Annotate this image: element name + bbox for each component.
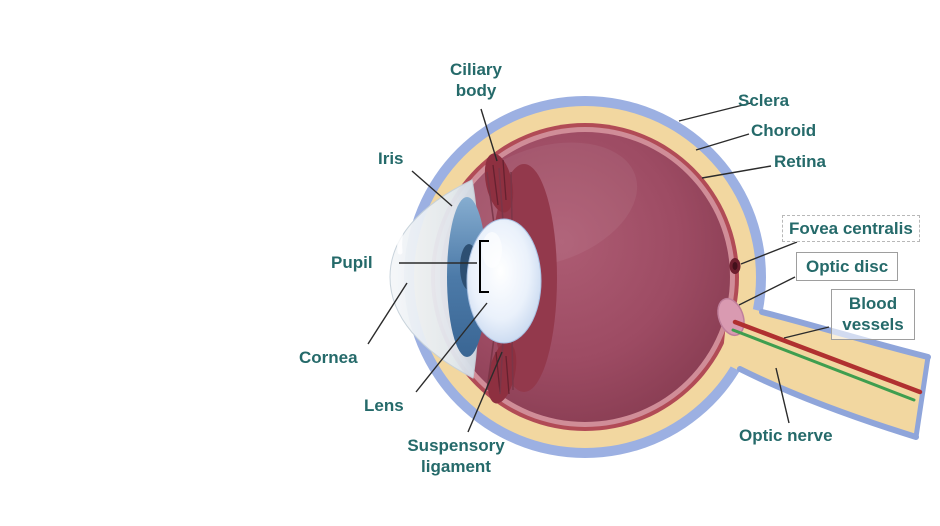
- label-cornea: Cornea: [299, 347, 358, 368]
- pointer-lines: [367, 102, 830, 433]
- pointer-cornea: [367, 282, 408, 345]
- label-fovea-centralis-text: Fovea centralis: [789, 219, 913, 238]
- label-cornea-text: Cornea: [299, 348, 358, 367]
- optic-nerve-end-edge: [913, 354, 931, 440]
- pointer-lens: [415, 302, 488, 393]
- label-iris: Iris: [378, 148, 404, 169]
- pointer-suspensory-ligament: [467, 351, 503, 433]
- label-optic-nerve: Optic nerve: [739, 425, 833, 446]
- pointer-iris: [411, 170, 453, 207]
- optic-disc-shape: [717, 297, 745, 337]
- label-sclera: Sclera: [738, 90, 789, 111]
- label-lens-text: Lens: [364, 396, 404, 415]
- lens-shape: [466, 218, 542, 344]
- pointer-blood-vessels: [783, 326, 830, 339]
- label-sclera-text: Sclera: [738, 91, 790, 110]
- fovea-pit: [732, 262, 738, 270]
- label-blood-vessels: Blood vessels: [831, 289, 915, 340]
- label-choroid-text: Choroid: [751, 121, 817, 140]
- optic-nerve-bottom-edge: [737, 366, 919, 440]
- ciliary-striations: [492, 159, 510, 395]
- central-retinal-vein: [731, 328, 916, 402]
- label-optic-nerve-text: Optic nerve: [739, 426, 833, 445]
- label-retina: Retina: [774, 151, 826, 172]
- central-retinal-artery: [732, 319, 923, 395]
- pupil-bracket: [479, 240, 489, 293]
- label-blood-vessels-text: Blood vessels: [842, 294, 904, 335]
- anterior-segment: [389, 153, 557, 404]
- pointer-ciliary-body: [480, 108, 498, 162]
- label-pupil: Pupil: [331, 252, 373, 273]
- label-iris-text: Iris: [378, 149, 404, 168]
- label-optic-disc-text: Optic disc: [806, 257, 889, 276]
- label-pupil-text: Pupil: [331, 253, 373, 272]
- cornea-highlight: [397, 198, 419, 255]
- pointer-fovea-centralis: [740, 241, 798, 265]
- pointer-sclera: [678, 102, 752, 122]
- label-optic-disc: Optic disc: [796, 252, 899, 282]
- label-ciliary-body-text: Ciliary body: [450, 60, 502, 101]
- label-lens: Lens: [364, 395, 404, 416]
- pointer-retina: [701, 165, 772, 179]
- label-ciliary-body: Ciliary body: [436, 59, 516, 102]
- suspensory-ligament-fibers: [486, 167, 514, 395]
- lens-highlight: [482, 232, 502, 268]
- pointer-choroid: [695, 133, 750, 151]
- pointer-optic-nerve: [775, 367, 790, 424]
- label-fovea-centralis: Fovea centralis: [782, 215, 920, 243]
- label-suspensory-ligament-text: Suspensory ligament: [407, 436, 505, 477]
- label-choroid: Choroid: [751, 120, 816, 141]
- pointer-optic-disc: [738, 276, 796, 306]
- label-suspensory-ligament: Suspensory ligament: [398, 435, 514, 478]
- label-retina-text: Retina: [774, 152, 826, 171]
